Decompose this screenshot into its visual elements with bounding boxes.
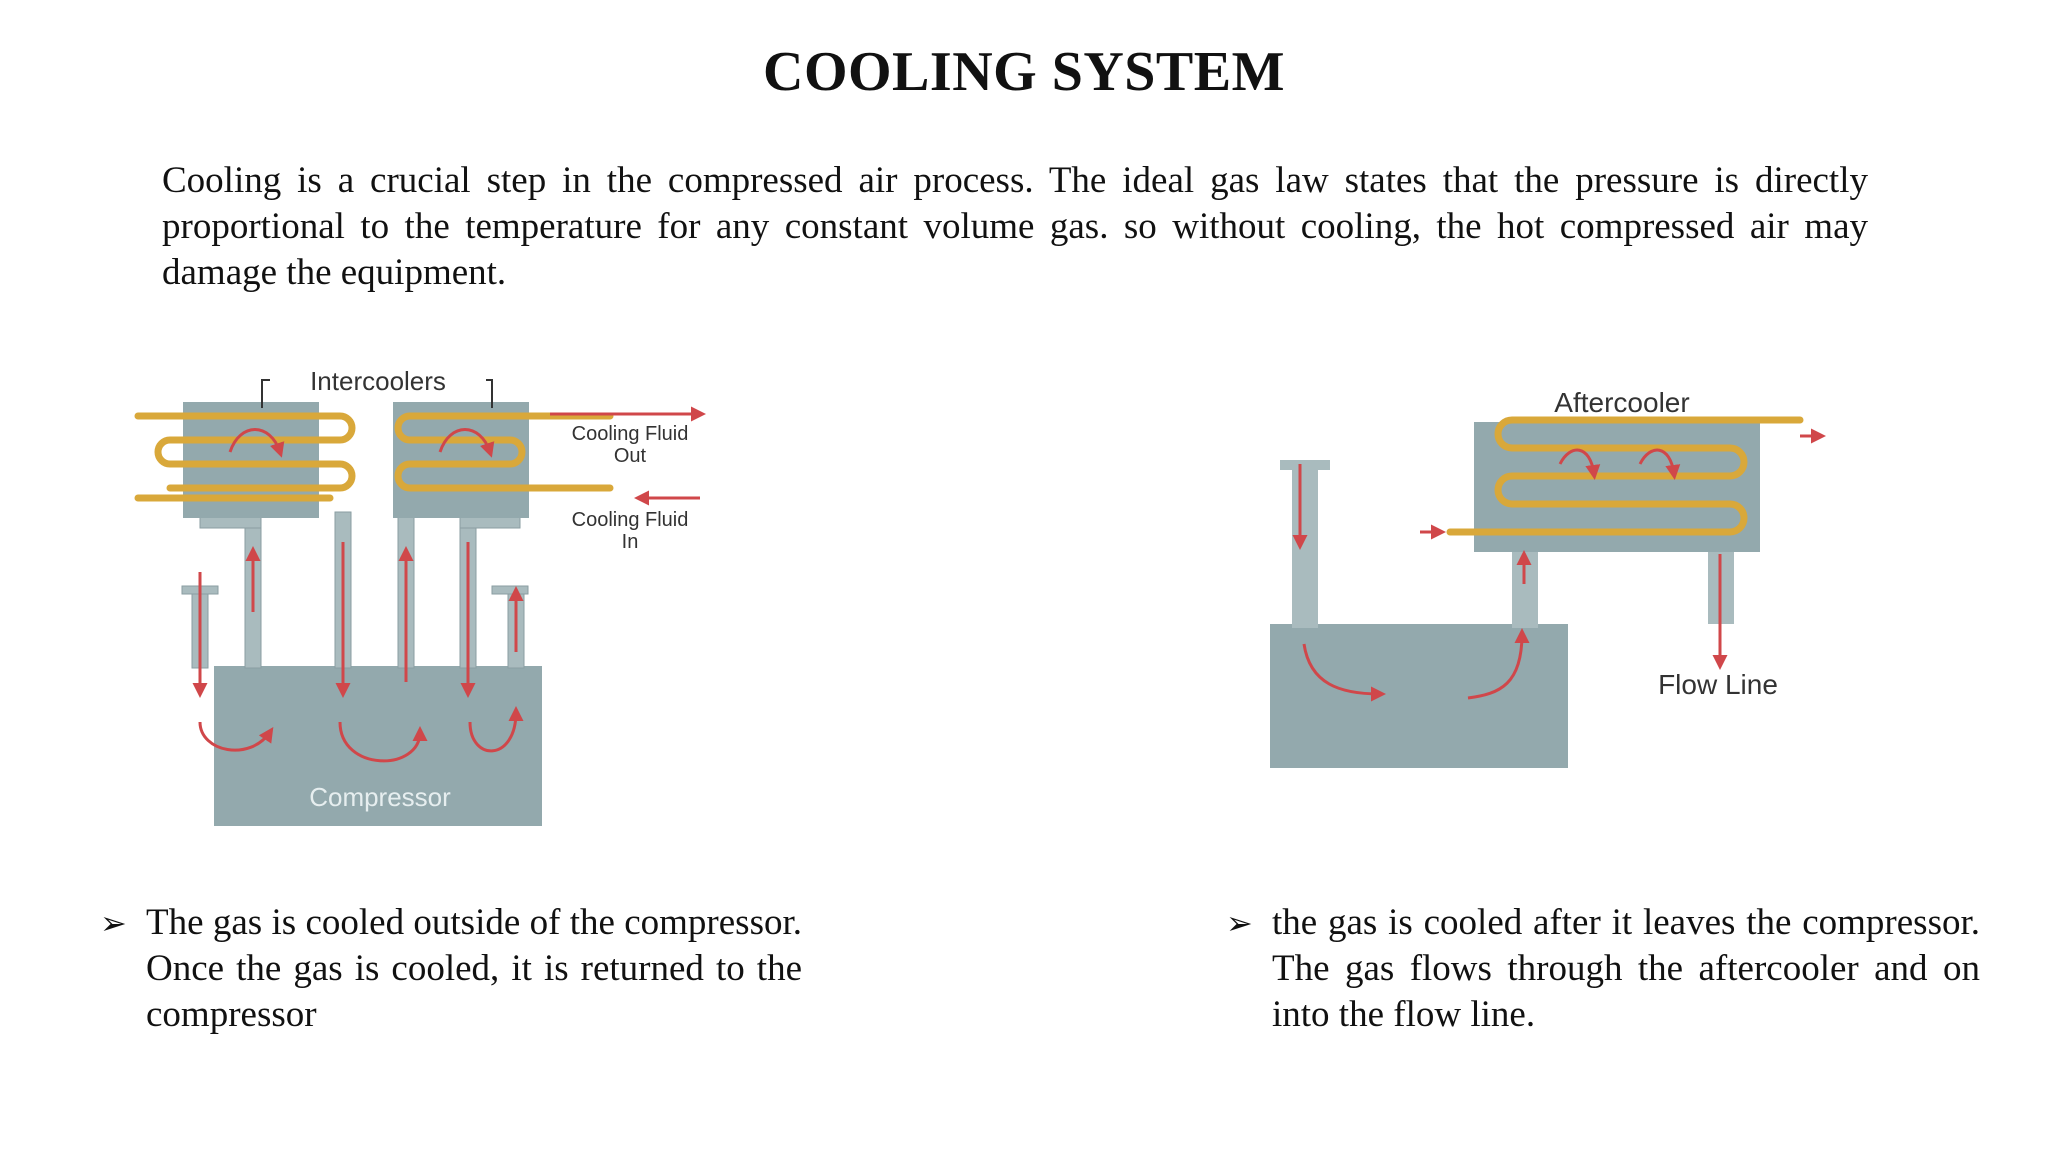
- coils: [134, 412, 614, 502]
- intro-paragraph: Cooling is a crucial step in the compres…: [162, 160, 1868, 293]
- bullet-arrow-icon: ➢: [1226, 905, 1253, 941]
- aftercooler-diagram: Aftercooler Flow Line: [1270, 387, 1826, 768]
- pipes: [181, 511, 529, 669]
- flow-line-label: Flow Line: [1658, 669, 1778, 700]
- bullet-left: ➢ The gas is cooled outside of the compr…: [100, 900, 802, 1038]
- aftercooler-label: Aftercooler: [1554, 387, 1689, 418]
- flow-arrows-right: [1292, 428, 1826, 702]
- intercooler-bracket: [261, 379, 493, 408]
- intercooler-right: [393, 402, 529, 518]
- intercoolers-label: Intercoolers: [310, 366, 446, 396]
- bullet-right-text: the gas is cooled after it leaves the co…: [1272, 902, 1980, 1035]
- intercooler-diagram: Intercoolers Cooling Fluid Out Cooling F…: [134, 366, 706, 826]
- cooling-fluid-in-label: Cooling Fluid: [572, 509, 689, 531]
- slide-title: COOLING SYSTEM: [763, 41, 1285, 103]
- aftercooler-coil: [1446, 416, 1804, 536]
- cooling-fluid-in-label-2: In: [622, 531, 639, 553]
- compressor-body: [214, 666, 542, 826]
- cooling-fluid-out-label: Cooling Fluid: [572, 423, 689, 445]
- flow-arrows: [192, 406, 706, 763]
- cooling-fluid-out-label-2: Out: [614, 445, 647, 467]
- bullet-left-text: The gas is cooled outside of the compres…: [146, 902, 802, 1035]
- bullet-arrow-icon: ➢: [100, 905, 127, 941]
- compressor-label: Compressor: [309, 782, 451, 812]
- bullet-right: ➢ the gas is cooled after it leaves the …: [1226, 900, 1980, 1038]
- compressor-body-right: [1270, 624, 1568, 768]
